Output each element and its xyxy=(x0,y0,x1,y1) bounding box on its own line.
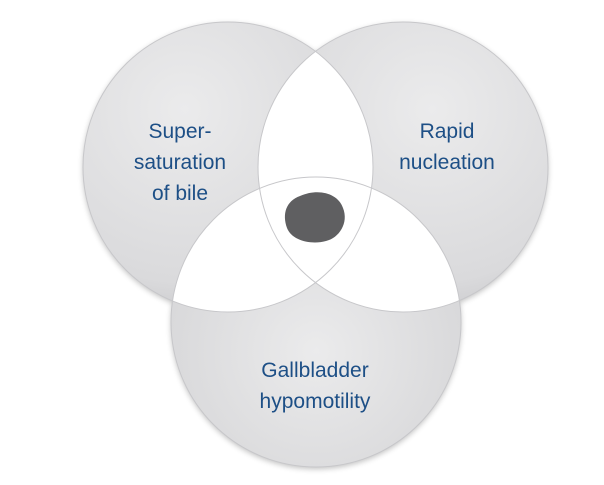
edge-right xyxy=(257,21,549,313)
label-supersaturation-of-bile: Super- saturation of bile xyxy=(118,116,242,209)
label-left-line-1: Super- xyxy=(148,120,212,143)
label-right-line-2: nucleation xyxy=(399,151,495,174)
gallstone-icon xyxy=(284,192,345,243)
overlap-right-bottom xyxy=(258,177,461,312)
edge-bottom xyxy=(170,176,462,468)
label-left-line-2: saturation xyxy=(133,151,227,174)
label-rapid-nucleation: Rapid nucleation xyxy=(372,116,522,178)
overlap-left-bottom xyxy=(171,177,373,312)
label-bottom-line-2: hypomotility xyxy=(259,390,371,413)
label-right-line-1: Rapid xyxy=(419,120,475,143)
label-bottom-line-1: Gallbladder xyxy=(261,359,369,382)
label-gallbladder-hypomotility: Gallbladder hypomotility xyxy=(215,355,415,417)
label-left-line-3: of bile xyxy=(151,182,209,205)
edge-left xyxy=(82,21,374,313)
